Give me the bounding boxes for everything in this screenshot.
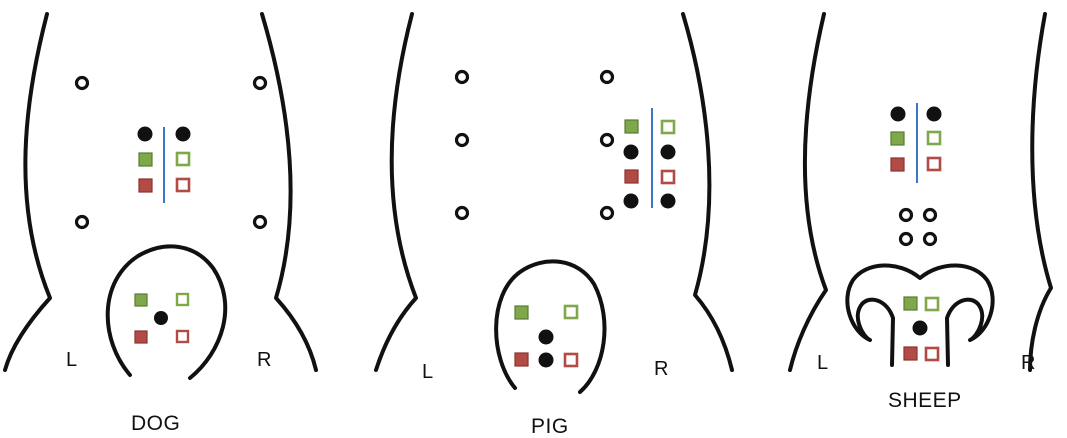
dog-dot-icon	[138, 127, 153, 142]
sheep-red-open-square-icon	[928, 158, 940, 170]
sheep-red-filled-square-icon	[891, 158, 904, 171]
dog-nipple-ring-icon	[77, 217, 88, 228]
pig-dot-icon	[624, 145, 639, 160]
dog-nipple-ring-icon	[77, 78, 88, 89]
dog-green-open-square-icon	[177, 153, 189, 165]
sheep-nipple-ring-icon	[925, 234, 936, 245]
sheep-green-filled-square-icon	[891, 132, 904, 145]
dog-caption: DOG	[131, 412, 180, 435]
dog-panel: L R DOG	[5, 14, 316, 435]
pig-udder-red-filled-square-icon	[515, 353, 528, 366]
pig-udder-green-filled-square-icon	[515, 306, 528, 319]
pig-nipple-ring-icon	[602, 72, 613, 83]
pig-udder-outline	[496, 261, 604, 392]
sheep-udder-red-open-square-icon	[926, 348, 938, 360]
pig-nipple-ring-icon	[457, 208, 468, 219]
pig-dot-icon	[624, 194, 639, 209]
sheep-nipple-ring-icon	[925, 210, 936, 221]
sheep-body-outline-left	[790, 14, 826, 370]
dog-red-open-square-icon	[177, 179, 189, 191]
pig-green-filled-square-icon	[625, 120, 638, 133]
pig-udder-red-open-square-icon	[565, 354, 577, 366]
pig-nipple-ring-icon	[602, 208, 613, 219]
sheep-nipple-ring-icon	[901, 234, 912, 245]
sheep-caption: SHEEP	[888, 389, 962, 412]
dog-udder-red-filled-square-icon	[135, 331, 147, 343]
sheep-panel: L R SHEEP	[790, 14, 1051, 412]
sheep-dot-icon	[927, 107, 942, 122]
pig-dot-icon	[661, 194, 676, 209]
pig-nipple-ring-icon	[602, 135, 613, 146]
dog-udder-green-filled-square-icon	[135, 294, 147, 306]
sheep-green-open-square-icon	[928, 132, 940, 144]
dog-red-filled-square-icon	[139, 179, 152, 192]
pig-body-outline-left	[376, 14, 416, 370]
pig-nipple-ring-icon	[457, 135, 468, 146]
sheep-left-label: L	[817, 352, 828, 374]
dog-udder-green-open-square-icon	[177, 294, 188, 305]
dog-green-filled-square-icon	[139, 153, 152, 166]
sheep-udder-dot-icon	[913, 321, 928, 336]
sheep-body-outline-right	[1030, 14, 1051, 370]
sheep-right-label: R	[1021, 352, 1035, 374]
pig-right-label: R	[654, 358, 668, 380]
dog-nipple-ring-icon	[255, 78, 266, 89]
dog-dot-icon	[176, 127, 191, 142]
dog-udder-red-open-square-icon	[177, 331, 188, 342]
sheep-udder-green-open-square-icon	[926, 298, 938, 310]
pig-udder-dot-icon	[539, 353, 554, 368]
pig-nipple-ring-icon	[457, 72, 468, 83]
pig-caption: PIG	[531, 415, 569, 438]
dog-left-label: L	[66, 349, 77, 371]
pig-red-filled-square-icon	[625, 170, 638, 183]
dog-body-outline-right	[262, 14, 316, 370]
pig-green-open-square-icon	[662, 121, 674, 133]
sheep-dot-icon	[891, 107, 906, 122]
pig-udder-dot-icon	[539, 330, 554, 345]
dog-udder-outline	[108, 246, 226, 378]
pig-dot-icon	[661, 145, 676, 160]
dog-body-outline-left	[5, 14, 50, 370]
sheep-udder-outline	[847, 265, 992, 365]
dog-udder-dot-icon	[154, 311, 168, 325]
dog-nipple-ring-icon	[255, 217, 266, 228]
sheep-udder-green-filled-square-icon	[904, 297, 917, 310]
pig-udder-green-open-square-icon	[565, 306, 577, 318]
dog-right-label: R	[257, 349, 271, 371]
sheep-udder-red-filled-square-icon	[904, 347, 917, 360]
pig-panel: L R PIG	[376, 14, 732, 438]
pig-red-open-square-icon	[662, 171, 674, 183]
sheep-nipple-ring-icon	[901, 210, 912, 221]
pig-left-label: L	[422, 361, 433, 383]
pig-body-outline-right	[683, 14, 732, 370]
